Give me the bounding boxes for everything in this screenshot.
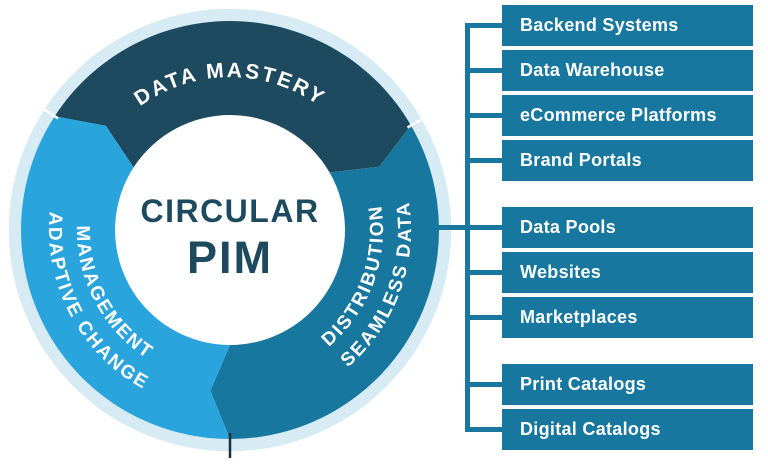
center-title-circular: CIRCULAR (140, 193, 319, 229)
connector-stub-marketplaces (465, 315, 502, 320)
center-title-pim: PIM (187, 232, 273, 283)
box-label: eCommerce Platforms (520, 105, 717, 125)
box-data-warehouse: Data Warehouse (502, 50, 753, 91)
box-label: Marketplaces (520, 307, 638, 327)
box-label: Backend Systems (520, 15, 679, 35)
box-label: Digital Catalogs (520, 419, 661, 439)
connector-stub-data-pools-circle-link (437, 225, 502, 230)
segment-seamless-data-distribution (210, 125, 440, 439)
divider-top-left (41, 106, 59, 120)
connector-stub-data-warehouse (465, 68, 502, 73)
connector-stub-brand-portals (465, 158, 502, 163)
box-backend-systems: Backend Systems (502, 5, 753, 46)
box-label: Print Catalogs (520, 374, 647, 394)
box-brand-portals: Brand Portals (502, 140, 753, 181)
connector-stub-websites (465, 270, 502, 275)
box-label: Data Warehouse (520, 60, 665, 80)
box-label: Data Pools (520, 217, 617, 237)
segment-data-mastery (54, 21, 411, 173)
segment-adaptive-change-management (21, 116, 231, 439)
box-ecommerce-platforms: eCommerce Platforms (502, 95, 753, 136)
box-label: Brand Portals (520, 150, 642, 170)
box-websites: Websites (502, 252, 753, 293)
box-print-catalogs: Print Catalogs (502, 364, 753, 405)
box-digital-catalogs: Digital Catalogs (502, 409, 753, 450)
box-marketplaces: Marketplaces (502, 297, 753, 338)
box-data-pools: Data Pools (502, 207, 753, 248)
connector-stub-digital-catalogs (465, 427, 502, 432)
connector-stub-ecommerce-platforms (465, 113, 502, 118)
divider-top-right (406, 116, 425, 129)
connector-stub-backend-systems (465, 23, 502, 28)
box-label: Websites (520, 262, 602, 282)
connector-stub-print-catalogs (465, 382, 502, 387)
